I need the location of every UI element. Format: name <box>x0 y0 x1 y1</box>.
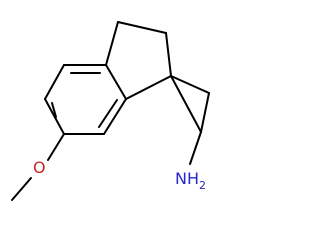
bond-five-ring-c <box>165 32 172 77</box>
bond-aromatic-inner-3 <box>51 102 57 118</box>
bond-ring-e <box>44 64 65 100</box>
bond-five-ring-a <box>105 21 119 66</box>
bond-ring-b <box>103 98 127 135</box>
bond-five-ring-b <box>117 21 167 34</box>
bond-oxygen-to-methyl <box>11 177 32 201</box>
structure-diagram: O NH2 <box>11 21 210 201</box>
bond-cyclopropane-a <box>170 75 210 94</box>
amine-label: NH2 <box>175 169 206 192</box>
amine-label-main: NH <box>175 169 199 188</box>
bond-ring-a <box>105 64 127 100</box>
atom-labels: O NH2 <box>33 158 206 192</box>
molecule-drawing: O NH2 <box>11 21 210 201</box>
bond-five-ring-d <box>125 75 172 100</box>
oxygen-label: O <box>33 158 46 177</box>
bond-to-amine <box>189 131 202 165</box>
amine-label-subscript: 2 <box>199 179 206 192</box>
bond-cyclopropane-b <box>200 92 210 133</box>
bonds <box>11 21 210 201</box>
bond-ring-d <box>44 98 65 135</box>
bond-aromatic-inner-2 <box>98 99 118 128</box>
bond-cyclopropane-c <box>170 75 202 133</box>
bond-ring-to-oxygen <box>47 133 65 161</box>
